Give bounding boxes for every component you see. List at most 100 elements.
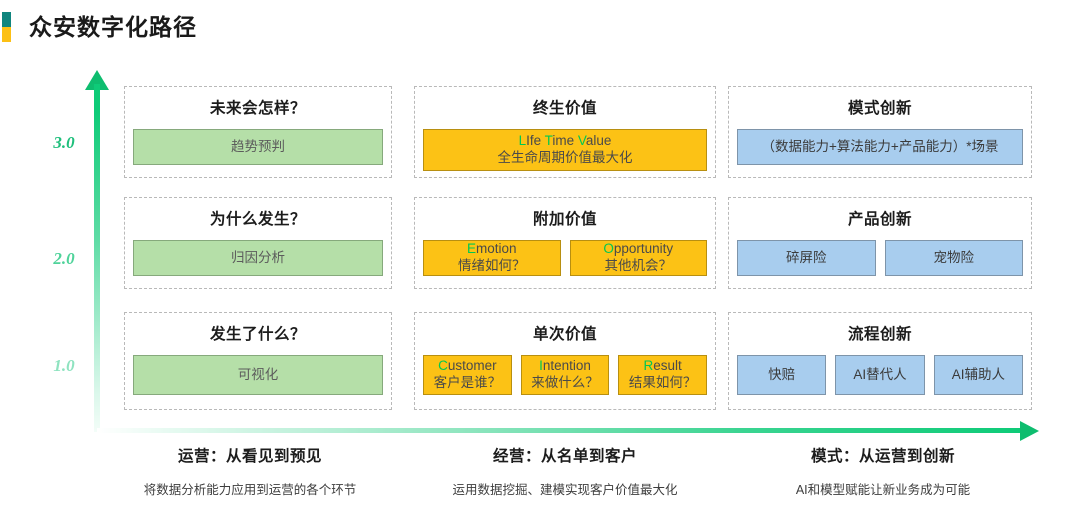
chip-pet-insurance[interactable]: 宠物险 <box>884 240 1023 276</box>
card-title: 未来会怎样？ <box>209 100 306 117</box>
chip-group: 趋势预判 <box>125 129 391 165</box>
card-title: 模式创新 <box>847 100 912 117</box>
page-title: 众安数字化路径 <box>0 10 197 44</box>
card-title: 附加价值 <box>532 211 597 228</box>
highlight-letter-o: O <box>603 241 614 257</box>
footer-column-operations: 运营：从看见到预见 将数据分析能力应用到运营的各个环节 <box>100 444 400 498</box>
card-single-value[interactable]: 单次价值 Customer 客户是谁？ Intention 来做什么？ Resu… <box>414 312 716 410</box>
chip-capability-formula[interactable]: （数据能力+算法能力+产品能力）*场景 <box>737 129 1023 165</box>
y-axis-arrow-icon <box>85 70 109 90</box>
accent-segment-top <box>2 12 11 27</box>
chip-en-rest: pportunity <box>613 241 674 257</box>
card-why-happened[interactable]: 为什么发生？ 归因分析 <box>124 197 392 289</box>
highlight-letter-c: C <box>438 358 448 374</box>
chip-label-cn: 客户是谁？ <box>433 375 502 390</box>
accent-segment-bottom <box>2 27 11 42</box>
chip-en-rest: esult <box>653 358 682 374</box>
chip-group: LIfe Time Value 全生命周期价值最大化 <box>415 129 715 171</box>
chip-label: 宠物险 <box>933 249 975 265</box>
chip-fast-claim[interactable]: 快赔 <box>737 355 827 395</box>
chip-group: （数据能力+算法能力+产品能力）*场景 <box>729 129 1031 165</box>
footer-title: 模式：从运营到创新 <box>810 448 955 465</box>
card-process-innovation[interactable]: 流程创新 快赔 AI替代人 AI辅助人 <box>728 312 1032 410</box>
chip-label: 归因分析 <box>231 249 285 265</box>
chip-ai-replace-human[interactable]: AI替代人 <box>835 355 925 395</box>
footer-subtitle: 将数据分析能力应用到运营的各个环节 <box>143 483 357 497</box>
chip-en-rest: ntention <box>542 358 591 374</box>
chip-label-cn: 结果如何？ <box>628 375 697 390</box>
chip-label: 可视化 <box>237 366 279 382</box>
x-axis-arrow-icon <box>1020 421 1039 441</box>
chip-intention[interactable]: Intention 来做什么？ <box>520 355 610 395</box>
footer-title: 经营：从名单到客户 <box>492 448 637 465</box>
highlight-letter-i: I <box>539 358 543 374</box>
chip-screen-insurance[interactable]: 碎屏险 <box>737 240 876 276</box>
chip-label: AI替代人 <box>853 366 907 382</box>
highlight-letter-v: V <box>577 133 586 149</box>
chip-result[interactable]: Result 结果如何？ <box>618 355 708 395</box>
highlight-letter-r: R <box>643 358 654 374</box>
chip-label: 碎屏险 <box>786 249 827 265</box>
chip-label-en: Intention <box>539 358 591 375</box>
chip-en-rest: ustomer <box>447 358 497 374</box>
chip-label-en: Customer <box>438 358 497 375</box>
chip-en-part3: alue <box>585 133 612 149</box>
card-title: 发生了什么？ <box>209 326 306 343</box>
y-axis-label-3: 3.0 <box>53 133 75 152</box>
chip-label-en: Opportunity <box>603 241 673 258</box>
page-title-text: 众安数字化路径 <box>29 14 197 40</box>
chip-en-rest: motion <box>475 241 517 257</box>
title-accent-bar <box>2 12 11 42</box>
chip-group: 可视化 <box>125 355 391 395</box>
footer-subtitle: AI和模型赋能让新业务成为可能 <box>795 483 971 497</box>
chip-label: （数据能力+算法能力+产品能力）*场景 <box>761 138 999 154</box>
chip-visualization[interactable]: 可视化 <box>133 355 383 395</box>
card-title: 流程创新 <box>847 326 912 343</box>
highlight-letter-t: T <box>544 133 553 149</box>
chip-group: 归因分析 <box>125 240 391 276</box>
footer-column-management: 经营：从名单到客户 运用数据挖掘、建模实现客户价值最大化 <box>410 444 720 498</box>
x-axis-line <box>97 428 1022 433</box>
chip-life-time-value[interactable]: LIfe Time Value 全生命周期价值最大化 <box>423 129 707 171</box>
chip-label-cn: 情绪如何？ <box>458 258 526 273</box>
y-axis-line <box>94 84 100 432</box>
chip-ai-assist-human[interactable]: AI辅助人 <box>933 355 1023 395</box>
chip-label-cn: 来做什么？ <box>531 375 599 390</box>
chip-group: Emotion 情绪如何？ Opportunity 其他机会？ <box>415 240 715 276</box>
chip-label-cn: 其他机会？ <box>604 258 673 273</box>
chip-trend-forecast[interactable]: 趋势预判 <box>133 129 383 165</box>
card-title: 为什么发生？ <box>209 211 306 228</box>
card-what-happened[interactable]: 发生了什么？ 可视化 <box>124 312 392 410</box>
chip-label: 趋势预判 <box>231 138 285 154</box>
footer-column-model: 模式：从运营到创新 AI和模型赋能让新业务成为可能 <box>728 444 1038 498</box>
chip-group: 快赔 AI替代人 AI辅助人 <box>729 355 1031 395</box>
highlight-letter-l: L <box>518 133 527 149</box>
chip-emotion[interactable]: Emotion 情绪如何？ <box>423 240 561 276</box>
chip-label: AI辅助人 <box>951 366 1005 382</box>
chip-label-en: Emotion <box>467 241 517 258</box>
chip-group: 碎屏险 宠物险 <box>729 240 1031 276</box>
card-product-innovation[interactable]: 产品创新 碎屏险 宠物险 <box>728 197 1032 289</box>
footer-title: 运营：从看见到预见 <box>177 448 322 465</box>
y-axis-label-1: 1.0 <box>53 356 75 375</box>
card-title: 单次价值 <box>532 326 597 343</box>
card-future-outlook[interactable]: 未来会怎样？ 趋势预判 <box>124 86 392 178</box>
chip-customer[interactable]: Customer 客户是谁？ <box>423 355 512 395</box>
chip-label-en: Result <box>644 358 682 375</box>
y-axis-label-2: 2.0 <box>53 249 75 268</box>
card-model-innovation[interactable]: 模式创新 （数据能力+算法能力+产品能力）*场景 <box>728 86 1032 178</box>
card-added-value[interactable]: 附加价值 Emotion 情绪如何？ Opportunity 其他机会？ <box>414 197 716 289</box>
chip-opportunity[interactable]: Opportunity 其他机会？ <box>569 240 707 276</box>
card-title: 产品创新 <box>847 211 912 228</box>
chip-attribution-analysis[interactable]: 归因分析 <box>133 240 383 276</box>
chip-label: 快赔 <box>768 366 796 382</box>
chip-group: Customer 客户是谁？ Intention 来做什么？ Result 结果… <box>415 355 715 395</box>
highlight-letter-e: E <box>466 241 476 257</box>
chip-en-part1: Ife <box>526 133 545 149</box>
chip-label-cn: 全生命周期价值最大化 <box>497 150 633 165</box>
footer-subtitle: 运用数据挖掘、建模实现客户价值最大化 <box>452 483 678 497</box>
chip-label-en: LIfe Time Value <box>519 133 612 150</box>
card-lifetime-value[interactable]: 终生价值 LIfe Time Value 全生命周期价值最大化 <box>414 86 716 178</box>
